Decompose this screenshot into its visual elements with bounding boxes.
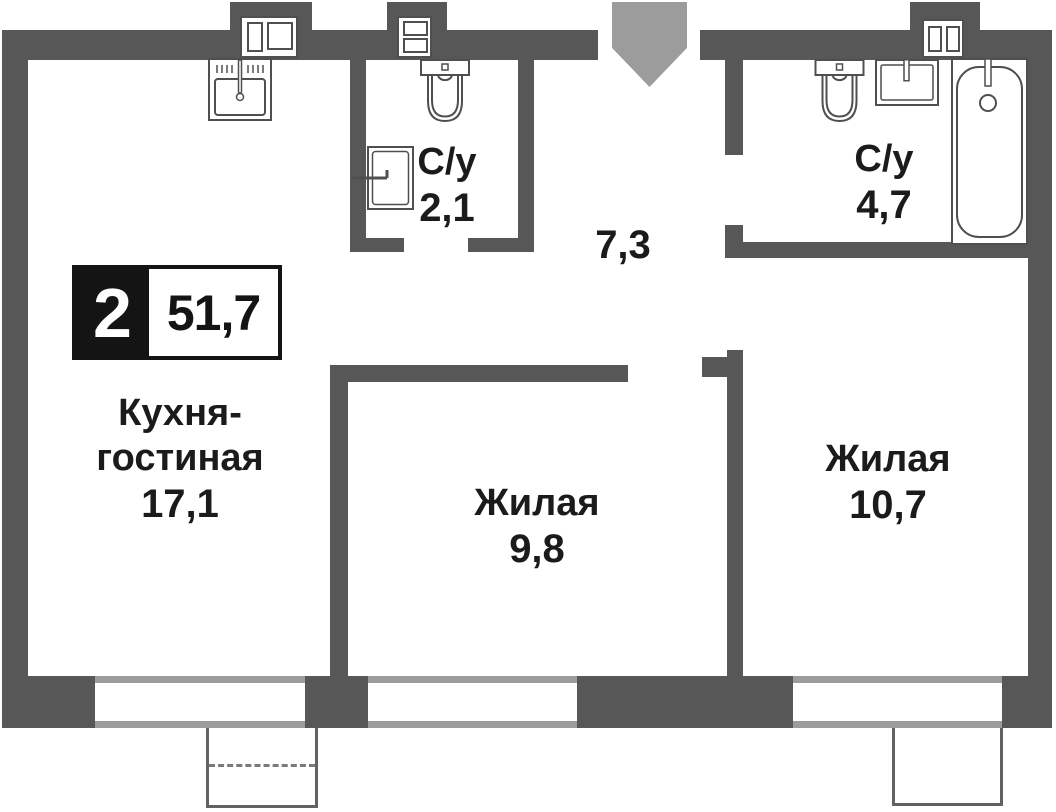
toilet-icon (813, 59, 866, 135)
wall-top-segment-4 (700, 30, 910, 60)
wall-top-segment-1 (2, 30, 230, 60)
wall-bath-large-left-stub (725, 225, 743, 258)
room-name: гостиная (96, 437, 264, 479)
room-name: С/у (854, 138, 914, 180)
wall-bottom-corner-right (1002, 676, 1052, 728)
total-area: 51,7 (166, 284, 261, 341)
kitchen-sink-icon (208, 58, 272, 121)
wall-left (2, 30, 28, 728)
window-living1 (368, 676, 577, 728)
balcony-left (206, 728, 318, 808)
wall-bottom-corner-left (2, 676, 95, 728)
wall-living1-left (330, 365, 348, 676)
toilet-icon (420, 59, 470, 135)
apartment-badge: 2 51,7 (72, 265, 282, 360)
room-area: 7,3 (595, 223, 651, 267)
wall-bath-large-bottom (743, 242, 1028, 258)
wall-living1-top (330, 365, 628, 382)
wall-pier-hallway (702, 357, 728, 377)
label-bathroom-small: С/у 2,1 (377, 140, 517, 231)
wall-between-livings (727, 350, 743, 676)
bathtub-icon (951, 58, 1028, 245)
wall-bottom-pier-2 (577, 676, 793, 728)
balcony-divider-dashed-line (209, 764, 315, 767)
room-area: 2,1 (419, 186, 475, 230)
balcony-right (892, 728, 1003, 806)
wall-bottom-pier-1 (305, 676, 368, 728)
wall-top-segment-2 (312, 30, 387, 60)
label-bathroom-large: С/у 4,7 (814, 137, 954, 228)
room-area: 17,1 (141, 482, 219, 526)
vent-duct-cell-icon (267, 22, 293, 50)
label-living-room-2: Жилая 10,7 (788, 437, 988, 528)
vent-duct-cell-icon (403, 21, 428, 36)
wall-bath-large-left-upper (725, 58, 743, 155)
label-kitchen-living: Кухня- гостиная 17,1 (60, 391, 300, 527)
room-name: Жилая (825, 438, 951, 480)
washbasin-icon (875, 59, 939, 107)
label-living-room-1: Жилая 9,8 (437, 481, 637, 572)
room-name: Кухня- (118, 392, 242, 434)
wall-bath-small-bottom-left (350, 238, 404, 252)
room-count: 2 (76, 269, 149, 356)
vent-duct-cell-icon (403, 38, 428, 53)
label-hallway: 7,3 (563, 222, 683, 268)
shower-tray-icon (352, 146, 414, 210)
room-name: С/у (417, 141, 477, 183)
vent-duct-cell-icon (247, 22, 263, 52)
room-name: Жилая (474, 482, 600, 524)
entrance-arrow-icon (612, 2, 687, 87)
wall-right (1028, 30, 1052, 728)
vent-duct-cell-icon (946, 26, 960, 52)
wall-bath-small-left (350, 58, 366, 252)
window-living2 (793, 676, 1002, 728)
window-kitchen (95, 676, 305, 728)
vent-duct-cell-icon (928, 26, 942, 52)
wall-top-segment-3 (447, 30, 598, 60)
wall-bath-small-bottom-right (468, 238, 534, 252)
room-area: 9,8 (509, 527, 565, 571)
room-area: 10,7 (849, 483, 927, 527)
wall-bath-small-right (518, 58, 534, 252)
room-area: 4,7 (856, 183, 912, 227)
